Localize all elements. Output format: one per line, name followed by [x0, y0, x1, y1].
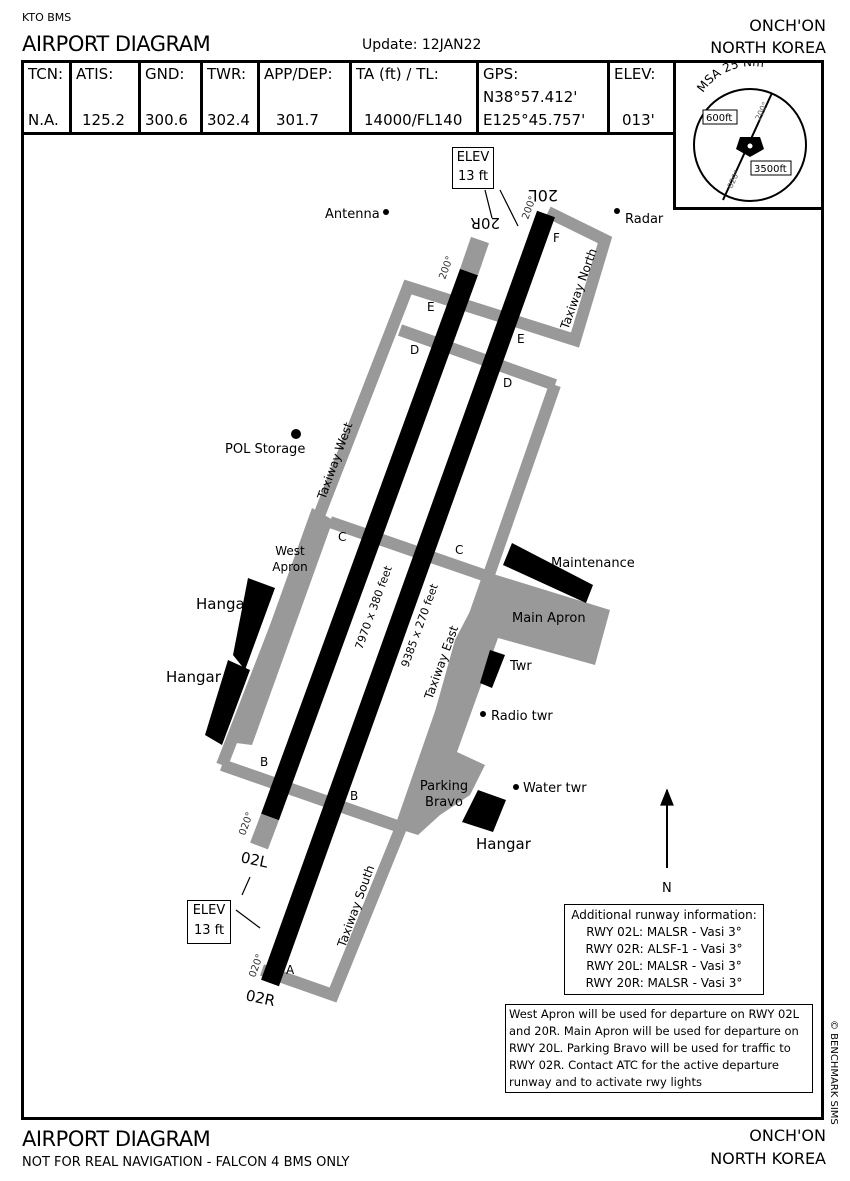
divider	[673, 207, 824, 210]
runway-info-box: Additional runway information: RWY 02L: …	[564, 904, 764, 995]
maintenance-building	[503, 543, 593, 603]
displaced-thresholds	[250, 236, 489, 850]
svg-text:D: D	[410, 343, 419, 357]
pol-storage-label: POL Storage	[225, 442, 305, 457]
footer-airport: ONCH'ON	[749, 1126, 826, 1145]
divider	[673, 60, 676, 210]
info-app-dep: APP/DEP:301.7	[260, 62, 352, 132]
airport-name: ONCH'ON	[749, 16, 826, 35]
info-gps: GPS:N38°57.412'E125°45.757'	[479, 62, 610, 132]
rwy-02R-label: 02R	[244, 986, 277, 1010]
runway-02L-20R	[261, 268, 478, 821]
west-apron	[228, 508, 333, 745]
info-tcn: TCN:N.A.	[24, 62, 72, 132]
diagram-frame	[21, 60, 824, 1120]
svg-text:E: E	[427, 300, 435, 314]
info-gnd: GND:300.6	[141, 62, 203, 132]
svg-text:C: C	[338, 530, 346, 544]
info-twr: TWR:302.4	[203, 62, 260, 132]
svg-text:B: B	[260, 755, 268, 769]
hangar-1	[233, 578, 275, 670]
hangar-3	[462, 790, 506, 832]
svg-text:B: B	[350, 789, 358, 803]
svg-text:200°: 200°	[437, 255, 456, 281]
hangar-label: Hangar	[166, 668, 222, 686]
parking-bravo-label: Parking Bravo	[419, 779, 469, 810]
hangar-label: Hangar	[476, 835, 532, 853]
pol-dot	[291, 429, 301, 439]
water-twr-label: Water twr	[523, 781, 587, 796]
rwy-20R-label: 20R	[470, 214, 500, 232]
radio-twr-dot	[480, 711, 486, 717]
hangar-2	[205, 660, 250, 745]
hangar-label: Hangar	[196, 595, 252, 613]
radio-twr-label: Radio twr	[491, 709, 553, 724]
msa-circle: MSA 25 Nm 600ft 3500ft 200° 020°	[693, 63, 807, 202]
tower-building	[480, 650, 505, 688]
footer-disclaimer: NOT FOR REAL NAVIGATION - FALCON 4 BMS O…	[22, 1155, 350, 1170]
rwy-02L-label: 02L	[239, 848, 270, 871]
west-apron-label: West Apron	[272, 544, 308, 574]
maintenance-label: Maintenance	[551, 556, 635, 571]
aprons	[228, 508, 610, 835]
runway-02R-20L	[261, 210, 555, 987]
divider	[21, 132, 676, 135]
msa-alt-2: 3500ft	[754, 164, 787, 175]
twr-label: Twr	[509, 659, 532, 674]
update-date: Update: 12JAN22	[362, 37, 482, 53]
footer-title: AIRPORT DIAGRAM	[22, 1127, 211, 1151]
footer-country: NORTH KOREA	[710, 1149, 826, 1168]
svg-text:020°: 020°	[237, 811, 256, 837]
info-ta-tl: TA (ft) / TL:14000/FL140	[352, 62, 479, 132]
svg-text:D: D	[503, 376, 512, 390]
antenna-dot	[383, 209, 389, 215]
page-title: AIRPORT DIAGRAM	[22, 32, 211, 56]
rwy-20L-label: 20L	[529, 186, 558, 205]
pointer-arrows	[235, 189, 674, 929]
main-apron	[402, 573, 610, 835]
svg-text:E: E	[517, 332, 525, 346]
water-twr-dot	[513, 784, 519, 790]
svg-text:A: A	[286, 963, 295, 977]
radar-label: Radar	[625, 212, 664, 227]
radar-dot	[614, 208, 620, 214]
antenna-label: Antenna	[325, 207, 380, 222]
north-label: N	[662, 881, 672, 896]
info-elev: ELEV:013'	[614, 65, 656, 129]
country-name: NORTH KOREA	[710, 38, 826, 57]
main-apron-label: Main Apron	[512, 611, 586, 626]
departure-note: West Apron will be used for departure on…	[505, 1004, 813, 1093]
svg-text:C: C	[455, 543, 463, 557]
source-label: KTO BMS	[22, 11, 72, 24]
svg-text:F: F	[553, 231, 560, 245]
info-atis: ATIS:125.2	[72, 62, 141, 132]
msa-alt-1: 600ft	[706, 113, 732, 124]
copyright: © BENCHMARK SIMS	[828, 1020, 839, 1125]
buildings	[205, 208, 620, 832]
